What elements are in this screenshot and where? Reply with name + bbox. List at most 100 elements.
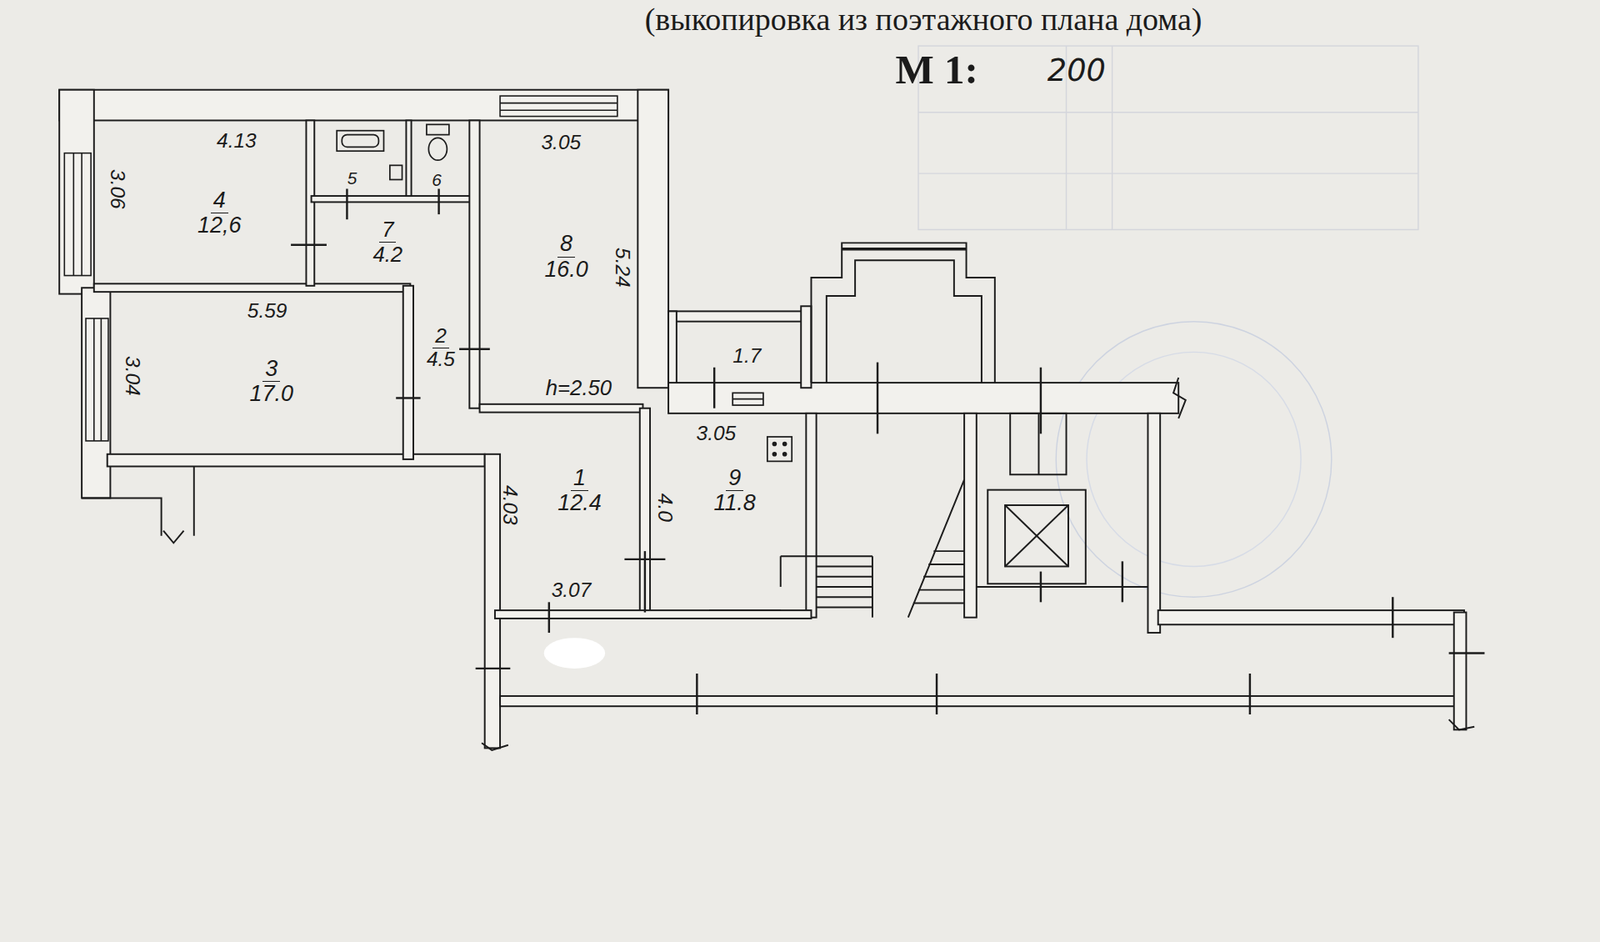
wall-line — [826, 260, 982, 383]
wall-line — [1005, 505, 1069, 566]
room-number: 6 — [431, 170, 442, 190]
door-tick — [395, 396, 420, 399]
room-label: 24.5 — [421, 324, 460, 374]
wall-line — [780, 555, 782, 587]
stamp — [918, 45, 1419, 230]
wall-line — [1010, 413, 1066, 475]
dimension: 5.59 — [247, 300, 288, 322]
door-tick — [1449, 651, 1485, 654]
stamp — [1055, 321, 1332, 598]
room-area: 12,6 — [197, 213, 241, 239]
window — [100, 318, 103, 441]
wall — [59, 90, 95, 295]
wall-line — [1005, 505, 1069, 566]
scale-label: М 1: — [895, 48, 979, 91]
wall-line — [193, 465, 195, 535]
stamp — [918, 111, 1419, 113]
door-tick — [1121, 560, 1124, 602]
wall — [480, 404, 644, 413]
window — [93, 318, 95, 441]
window — [64, 153, 91, 276]
door-tick — [876, 362, 879, 435]
wall-line — [1173, 377, 1186, 419]
wall — [805, 413, 816, 618]
stamp — [918, 172, 1419, 174]
wall — [500, 695, 1456, 706]
wall-line — [709, 609, 781, 611]
dimension: 4.03 — [499, 485, 521, 525]
window — [64, 95, 618, 441]
wall — [800, 305, 811, 388]
wall-line — [1449, 719, 1475, 730]
room-number: 5 — [347, 169, 358, 189]
fixture — [336, 130, 384, 151]
wall — [305, 120, 315, 285]
window — [85, 318, 109, 441]
dimension: 3.06 — [106, 169, 129, 210]
wall-line — [1005, 505, 1069, 566]
door-tick — [1040, 571, 1042, 603]
fixture — [390, 165, 403, 180]
fixture — [767, 436, 792, 461]
window — [80, 153, 83, 276]
door-tick — [437, 188, 440, 215]
dimension: 5.24 — [611, 247, 634, 288]
room-area: 17.0 — [250, 381, 294, 407]
room-number: 9 — [725, 465, 744, 492]
door-tick — [935, 673, 938, 715]
wall-line — [816, 605, 873, 608]
fixture — [772, 452, 776, 456]
wall — [469, 120, 480, 408]
wall — [668, 382, 1179, 414]
window — [500, 95, 618, 116]
window — [500, 102, 618, 105]
wall-line — [816, 565, 873, 567]
room-label: 412,6 — [193, 187, 246, 242]
wall — [94, 283, 411, 292]
fixture — [341, 135, 379, 148]
room-number: 1 — [570, 465, 589, 492]
wall — [81, 287, 110, 498]
wall-line — [481, 742, 509, 750]
dimension: 3.05 — [540, 131, 581, 154]
stamp — [918, 45, 1419, 597]
redaction — [544, 637, 605, 669]
dimension: 4.13 — [216, 130, 257, 152]
wall-line — [918, 589, 965, 591]
room-number: 3 — [262, 356, 280, 383]
wall — [403, 285, 414, 460]
dimension: 3.04 — [121, 355, 144, 396]
wall — [637, 90, 669, 388]
wall-line — [1037, 413, 1040, 475]
fixture — [783, 452, 787, 456]
wall-line — [933, 550, 965, 552]
door-tick — [345, 188, 348, 220]
room-number: 7 — [379, 217, 396, 242]
room-area: 11.8 — [713, 490, 755, 516]
wall — [964, 413, 977, 618]
room-label: 112.4 — [553, 465, 606, 520]
door-tick — [713, 367, 715, 409]
dimension: 3.05 — [696, 422, 737, 445]
wall-line — [908, 479, 965, 617]
room-area: 12.4 — [557, 490, 601, 516]
window — [73, 153, 75, 276]
wall-line — [928, 563, 965, 565]
door-tick — [1249, 673, 1251, 715]
wall-line — [780, 555, 873, 557]
plan-title: (выкопировка из поэтажного плана дома) — [645, 3, 1203, 37]
room-label: 317.0 — [245, 355, 298, 410]
wall-line — [816, 585, 873, 588]
room-label: 5 — [342, 168, 361, 191]
wall — [495, 610, 812, 619]
wall — [405, 120, 411, 196]
scale-value: 200 — [1047, 55, 1106, 88]
door-tick — [548, 601, 550, 633]
wall-line — [163, 530, 184, 544]
room-label: 6 — [427, 170, 446, 193]
door-tick — [1040, 367, 1042, 435]
fixture — [783, 442, 787, 446]
room-label: 1.7 — [728, 344, 766, 370]
door-tick — [475, 667, 511, 670]
fixture — [732, 392, 764, 405]
